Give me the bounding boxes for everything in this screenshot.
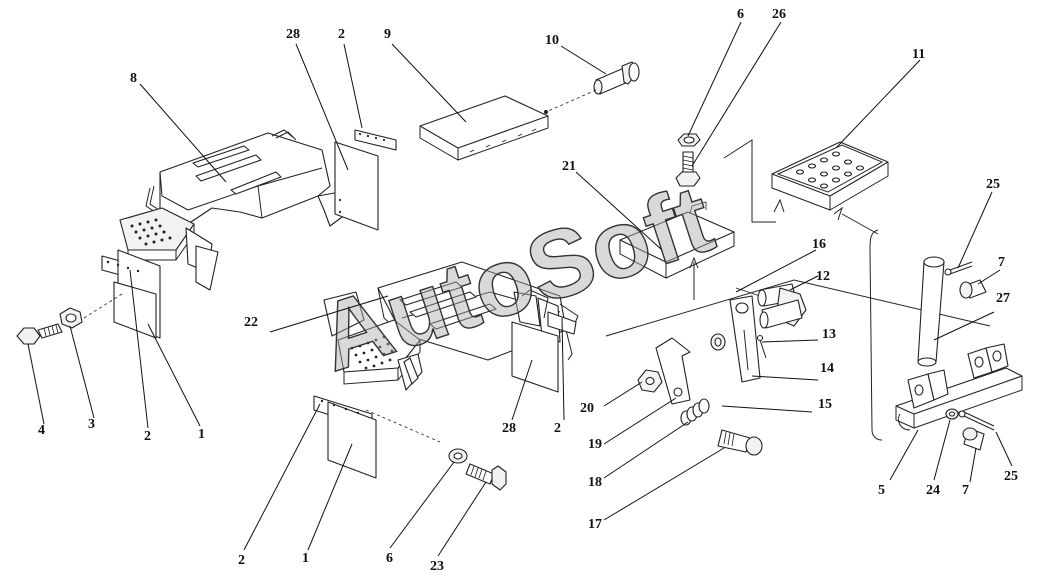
callout-6-top: 6 — [737, 7, 744, 22]
nut-3 — [59, 307, 83, 329]
callout-23: 23 — [430, 559, 444, 574]
callout-11: 11 — [912, 47, 925, 62]
callout-22: 22 — [244, 315, 258, 330]
cotter-pin-13 — [756, 334, 767, 359]
callout-28-mid: 28 — [502, 421, 516, 436]
leader-lines — [27, 21, 1013, 557]
callout-7-bottom: 7 — [962, 483, 969, 498]
mudflap-upper-right — [334, 129, 397, 231]
callout-21: 21 — [562, 159, 576, 174]
mudflap-lower — [313, 395, 377, 479]
callout-6-bottom: 6 — [386, 551, 393, 566]
callout-7-top: 7 — [998, 255, 1005, 270]
callout-24: 24 — [926, 483, 940, 498]
washer-24 — [945, 408, 959, 420]
callout-25-bottom: 25 — [1004, 469, 1018, 484]
pin-10 — [593, 61, 640, 95]
callout-25-top: 25 — [986, 177, 1000, 192]
footboard-holes-lower — [350, 335, 394, 370]
callout-2-left: 2 — [144, 429, 151, 444]
pin-7-bottom — [962, 427, 985, 451]
callout-15: 15 — [818, 397, 832, 412]
callout-2-mid: 2 — [554, 421, 561, 436]
panel-9 — [419, 95, 549, 161]
callout-16: 16 — [812, 237, 826, 252]
callout-3: 3 — [88, 417, 95, 432]
bracket-12 — [759, 287, 807, 329]
nut-20 — [637, 369, 663, 393]
washer-15 — [710, 333, 726, 351]
washer-6-bottom — [448, 448, 468, 464]
callout-5: 5 — [878, 483, 885, 498]
nut-6-top — [677, 133, 701, 147]
footboard-11 — [771, 141, 889, 211]
part-fender-upper-left — [119, 129, 347, 291]
callout-10: 10 — [545, 33, 559, 48]
callout-1-bottom: 1 — [302, 551, 309, 566]
bracket-5 — [895, 343, 1023, 431]
latch-19 — [655, 337, 691, 405]
bolt-26 — [675, 151, 701, 187]
pin-27 — [917, 256, 945, 367]
callout-18: 18 — [588, 475, 602, 490]
footboard-holes-11 — [795, 151, 865, 189]
spring-18 — [680, 398, 710, 426]
callout-12: 12 — [816, 269, 830, 284]
bolt-17 — [717, 429, 763, 456]
callout-28-top: 28 — [286, 27, 300, 42]
callout-14: 14 — [820, 361, 834, 376]
callout-8: 8 — [130, 71, 137, 86]
bracket-21 — [619, 201, 735, 279]
callout-20: 20 — [580, 401, 594, 416]
callout-1-left: 1 — [198, 427, 205, 442]
callout-2-top: 2 — [338, 27, 345, 42]
callout-2-bottom: 2 — [238, 553, 245, 568]
callout-labels: 28 2 9 10 6 26 11 8 21 25 16 12 7 27 22 … — [38, 7, 1018, 574]
callout-19: 19 — [588, 437, 602, 452]
callout-27: 27 — [996, 291, 1010, 306]
clip-pin-25-top — [944, 261, 973, 276]
bolt-4 — [16, 323, 63, 345]
callout-26: 26 — [772, 7, 786, 22]
bolt-23 — [465, 463, 507, 491]
pin-7-top — [959, 279, 987, 299]
callout-17: 17 — [588, 517, 602, 532]
footboard-holes-upper-left — [130, 218, 172, 246]
callout-13: 13 — [822, 327, 836, 342]
callout-4: 4 — [38, 423, 45, 438]
lever-14 — [729, 295, 761, 383]
mudflap-left — [101, 249, 161, 339]
callout-9: 9 — [384, 27, 391, 42]
clip-pin-25-bottom — [958, 410, 995, 431]
